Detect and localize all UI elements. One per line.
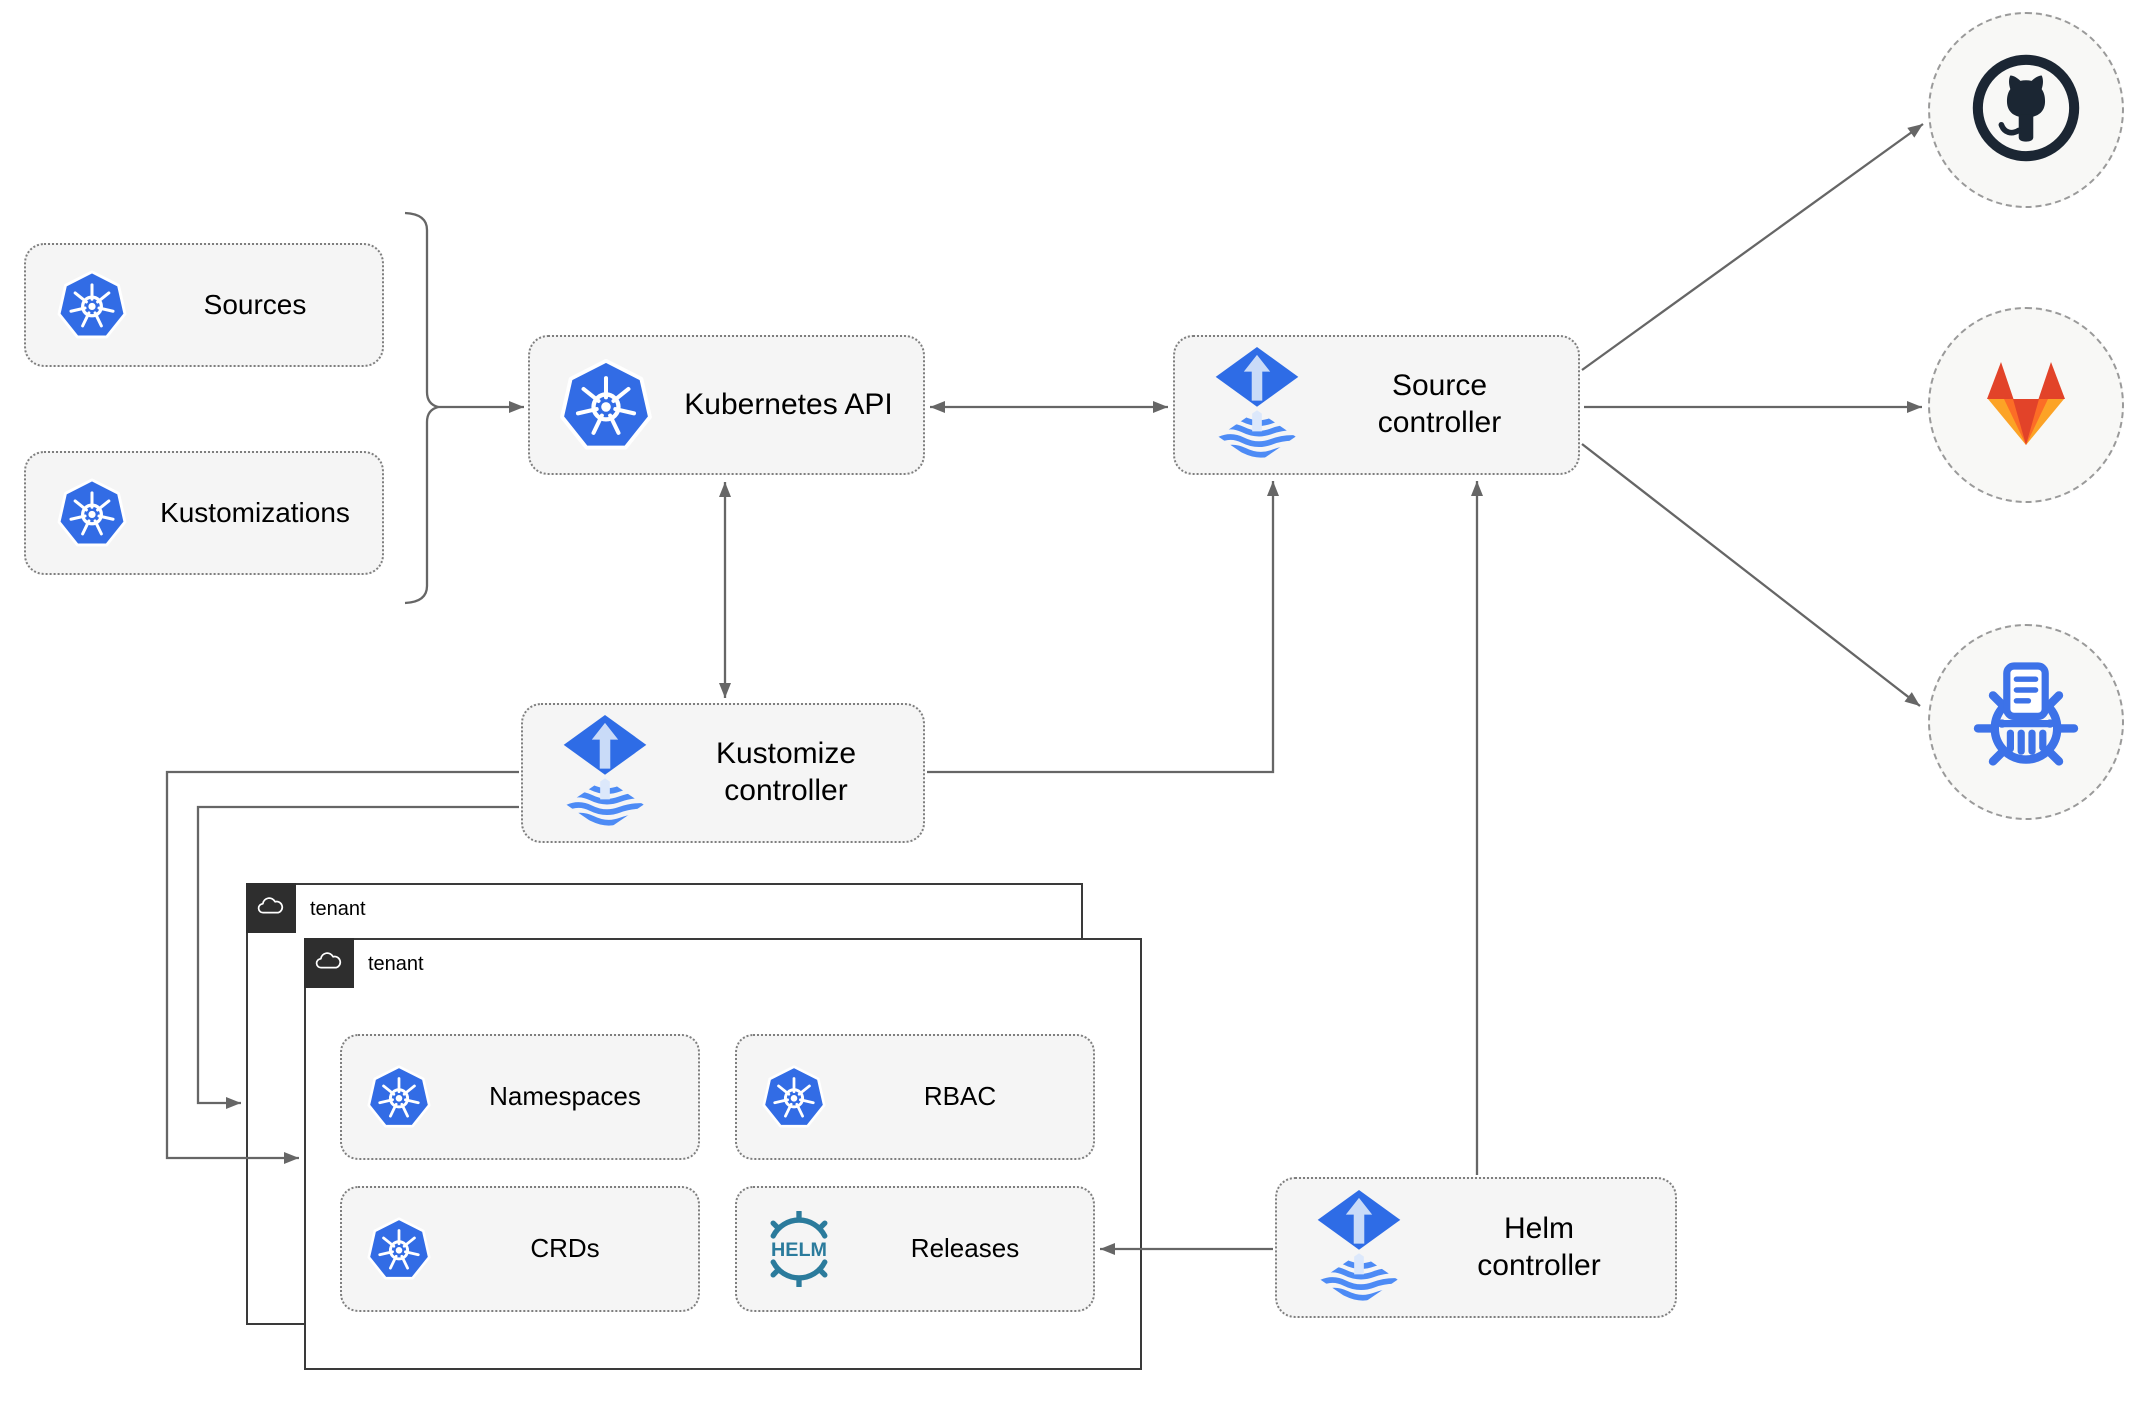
kubernetes-api-label: Kubernetes API bbox=[684, 387, 893, 421]
helm-controller-label: Helm controller bbox=[1477, 1211, 1601, 1282]
gitlab-remote-circle bbox=[1928, 307, 2124, 503]
flux-icon bbox=[1213, 347, 1301, 463]
source-controller-label: Source controller bbox=[1377, 369, 1502, 439]
kubernetes-icon bbox=[366, 1064, 432, 1130]
rbac-box: RBAC bbox=[735, 1034, 1095, 1160]
releases-box: HELM Releases bbox=[735, 1186, 1095, 1312]
sources-box: Sources bbox=[24, 243, 384, 367]
namespaces-box: Namespaces bbox=[340, 1034, 700, 1160]
tenant-outer-header bbox=[246, 883, 296, 933]
helm-repository-icon bbox=[1966, 660, 2086, 785]
tenant-inner-header bbox=[304, 938, 354, 988]
edge-source-controller-to-github bbox=[1581, 123, 1924, 371]
kubernetes-icon bbox=[366, 1216, 432, 1282]
helm-repository-remote-circle bbox=[1928, 624, 2124, 820]
sources-label: Sources bbox=[203, 288, 307, 320]
github-icon bbox=[1970, 52, 2082, 169]
crds-label: CRDs bbox=[530, 1233, 600, 1264]
flux-icon bbox=[561, 715, 649, 831]
rbac-label: RBAC bbox=[923, 1081, 997, 1112]
flux-icon bbox=[1315, 1189, 1403, 1306]
github-remote-circle bbox=[1928, 12, 2124, 208]
gitlab-icon bbox=[1976, 357, 2076, 454]
kubernetes-icon bbox=[56, 477, 128, 549]
namespaces-label: Namespaces bbox=[489, 1081, 641, 1112]
source-controller-box: Source controller bbox=[1173, 335, 1580, 475]
releases-label: Releases bbox=[910, 1233, 1020, 1264]
edge-kustomize-controller-to-source-controller bbox=[927, 481, 1279, 774]
crds-box: CRDs bbox=[340, 1186, 700, 1312]
edge-source-controller-to-helm-repository bbox=[1581, 443, 1921, 707]
kubernetes-api-box: Kubernetes API bbox=[528, 335, 925, 475]
cloud-icon bbox=[254, 893, 288, 923]
kubernetes-icon bbox=[56, 269, 128, 341]
svg-text:HELM: HELM bbox=[771, 1239, 827, 1261]
helm-controller-box: Helm controller bbox=[1275, 1177, 1677, 1318]
kustomize-controller-box: Kustomize controller bbox=[521, 703, 925, 843]
tenant-inner-label: tenant bbox=[368, 953, 424, 975]
cloud-icon bbox=[312, 948, 346, 978]
kustomizations-box: Kustomizations bbox=[24, 451, 384, 575]
kustomizations-label: Kustomizations bbox=[160, 496, 350, 528]
kubernetes-icon bbox=[761, 1064, 827, 1130]
tenant-outer-label: tenant bbox=[310, 898, 366, 920]
kustomize-controller-label: Kustomize controller bbox=[715, 737, 857, 807]
group-brace bbox=[404, 211, 443, 605]
kubernetes-icon bbox=[558, 357, 654, 453]
helm-logo-icon: HELM bbox=[761, 1211, 837, 1287]
